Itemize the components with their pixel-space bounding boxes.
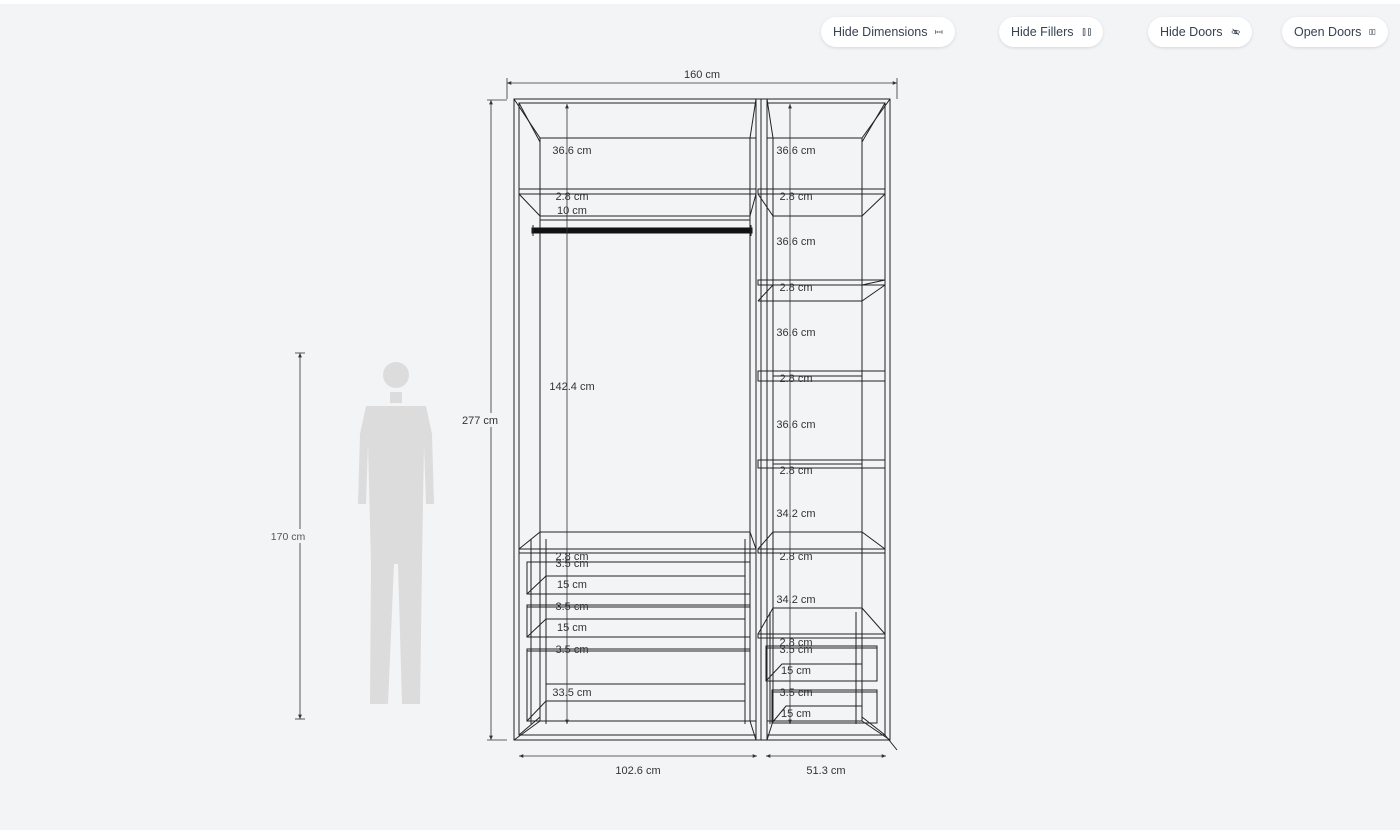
right-space-4-label: 36.6 cm — [776, 419, 815, 431]
left-hanging-label: 142.4 cm — [549, 381, 594, 393]
interior-dimension-lines — [565, 104, 792, 724]
right-shelf-4-label: 2.8 cm — [779, 465, 812, 477]
person-height-dimension: 170 cm — [270, 352, 306, 720]
right-space-3-label: 36.6 cm — [776, 327, 815, 339]
right-interior-labels: 36.6 cm 2.8 cm 36.6 cm 2.8 cm 36.6 cm 2.… — [776, 145, 815, 720]
eye-off-icon — [1230, 28, 1240, 36]
fillers-icon — [1082, 28, 1091, 36]
right-section — [757, 188, 886, 724]
hide-doors-label: Hide Doors — [1160, 25, 1223, 39]
right-shelf-3-label: 2.8 cm — [779, 373, 812, 385]
right-drawer-2-label: 15 cm — [781, 708, 811, 720]
left-shelf-1-label: 2.8 cm — [555, 191, 588, 203]
left-drawer-gap-1-label: 3.5 cm — [555, 558, 588, 570]
hide-dimensions-button[interactable]: Hide Dimensions — [821, 17, 955, 47]
open-doors-button[interactable]: Open Doors — [1282, 17, 1388, 47]
left-top-space-label: 36.6 cm — [552, 145, 591, 157]
right-shelf-2-label: 2.8 cm — [779, 282, 812, 294]
open-doors-label: Open Doors — [1294, 25, 1362, 39]
left-drawer-1-label: 15 cm — [557, 579, 587, 591]
left-shelf-2-label: 2.8 cm — [555, 551, 588, 563]
left-rail-gap-label: 10 cm — [557, 205, 587, 217]
right-shelf-1-label: 2.8 cm — [779, 191, 812, 203]
left-drawer-gap-2-label: 3.5 cm — [555, 601, 588, 613]
right-width-label: 51.3 cm — [806, 765, 845, 777]
right-space-6-label: 34.2 cm — [776, 594, 815, 606]
right-shelf-6-label: 2.8 cm — [779, 637, 812, 649]
hide-doors-button[interactable]: Hide Doors — [1148, 17, 1252, 47]
overall-dimensions: 160 cm 277 cm 102.6 cm 51.3 cm — [462, 69, 898, 777]
left-drawer-2-label: 15 cm — [557, 622, 587, 634]
right-space-2-label: 36.6 cm — [776, 236, 815, 248]
total-height-label: 277 cm — [462, 415, 498, 427]
left-width-label: 102.6 cm — [615, 765, 660, 777]
doors-icon — [1369, 29, 1376, 35]
left-interior-labels: 36.6 cm 2.8 cm 10 cm 142.4 cm 2.8 cm 3.5… — [549, 145, 594, 699]
right-drawer-1-label: 15 cm — [781, 665, 811, 677]
right-shelf-5-label: 2.8 cm — [779, 551, 812, 563]
person-silhouette — [358, 362, 434, 704]
ruler-icon — [935, 30, 943, 34]
left-drawer-gap-3-label: 3.5 cm — [555, 644, 588, 656]
right-space-5-label: 34.2 cm — [776, 508, 815, 520]
left-drawer-3-label: 33.5 cm — [552, 687, 591, 699]
total-width-label: 160 cm — [684, 69, 720, 81]
hide-dimensions-label: Hide Dimensions — [833, 25, 928, 39]
hide-fillers-button[interactable]: Hide Fillers — [999, 17, 1103, 47]
person-height-label: 170 cm — [271, 531, 306, 543]
wardrobe-drawing: 170 cm 160 cm 277 cm 102.6 cm 51.3 cm — [270, 69, 898, 777]
right-drawer-gap-1-label: 3.5 cm — [779, 644, 812, 656]
left-section — [518, 188, 757, 724]
canvas[interactable]: Hide Dimensions Hide Fillers Hide Doors … — [0, 4, 1400, 830]
right-drawer-gap-2-label: 3.5 cm — [779, 687, 812, 699]
hide-fillers-label: Hide Fillers — [1011, 25, 1074, 39]
right-space-1-label: 36.6 cm — [776, 145, 815, 157]
